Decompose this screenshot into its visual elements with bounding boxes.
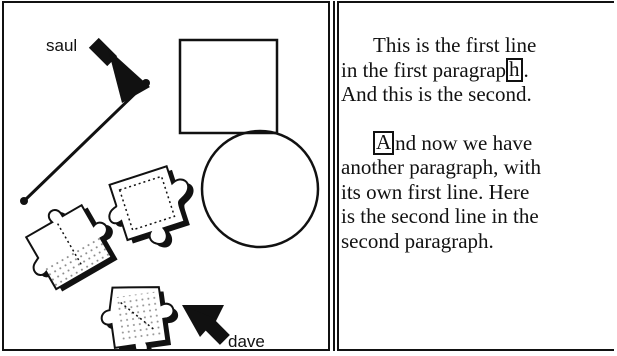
line-text: is the second line in the	[341, 204, 539, 228]
line-text: And this is the second.	[341, 82, 532, 106]
square-shape[interactable]	[180, 40, 277, 133]
line-text: its own first line. Here	[341, 180, 529, 204]
saul-cursor-arrow-icon	[89, 38, 150, 103]
drawing-canvas[interactable]: saul dave	[2, 1, 330, 351]
remote-cursor-box: h	[506, 58, 523, 82]
cursor-label-dave: dave	[228, 333, 265, 350]
circle-shape[interactable]	[202, 131, 318, 247]
line-text: nd now we have	[395, 131, 532, 155]
paragraph[interactable]: This is the first line in the first para…	[341, 33, 613, 107]
text-line: another paragraph, with	[341, 155, 613, 180]
cursor-label-saul: saul	[46, 37, 77, 54]
line-text: .	[524, 58, 529, 82]
text-line: its own first line. Here	[341, 180, 613, 205]
text-line: second paragraph.	[341, 229, 613, 254]
line-text: second paragraph.	[341, 229, 494, 253]
puzzle-piece-shape[interactable]	[13, 189, 127, 298]
line-text: in the first paragrap	[341, 58, 506, 82]
puzzle-piece-shape[interactable]	[98, 279, 184, 349]
panel-divider	[333, 1, 335, 351]
text-editor-body[interactable]: This is the first line in the first para…	[341, 33, 613, 253]
text-line: And this is the second.	[341, 82, 613, 107]
line-text: This is the first line	[373, 33, 536, 57]
remote-cursor-box: A	[373, 131, 394, 155]
line-text: another paragraph, with	[341, 155, 541, 179]
text-line: This is the first line	[341, 33, 613, 58]
text-line: is the second line in the	[341, 204, 613, 229]
dave-cursor-arrow-icon	[182, 305, 230, 345]
puzzle-piece-shape[interactable]	[100, 161, 208, 262]
